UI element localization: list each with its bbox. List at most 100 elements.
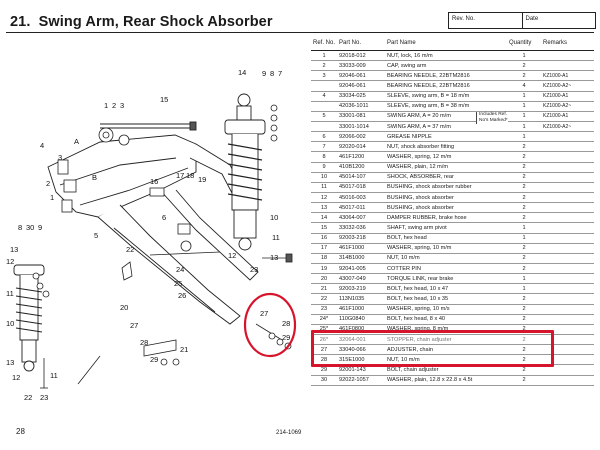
part-no-cell: 33033-009 <box>337 60 385 72</box>
callout-13b: 13 <box>10 245 18 254</box>
ref-cell <box>311 80 337 92</box>
part-name-cell: TORQUE LINK, rear brake <box>385 273 507 285</box>
callout-12: 12 <box>228 251 236 260</box>
callout-3b: 3 <box>58 153 62 162</box>
part-no-cell: 92022-1057 <box>337 375 385 386</box>
header-rule <box>6 32 594 33</box>
highlight-circle <box>243 292 297 358</box>
callout-5: 5 <box>94 231 98 240</box>
part-no-cell: 461F1200 <box>337 151 385 163</box>
callout-13: 13 <box>270 253 278 262</box>
part-name-cell: BOLT, chain adjuster <box>385 364 507 376</box>
callout-27: 27 <box>130 321 138 330</box>
highlight-box <box>311 330 554 367</box>
callout-6: 6 <box>162 213 166 222</box>
callout-22b: 22 <box>24 393 32 402</box>
quantity-cell: 2 <box>507 172 541 183</box>
callout-2b: 2 <box>46 179 50 188</box>
part-name-cell: BOLT, hex head, 8 x 40 <box>385 314 507 325</box>
part-name-cell: BOLT, hex head <box>385 233 507 244</box>
quantity-cell: 1 <box>507 222 541 234</box>
remarks-cell <box>541 314 594 325</box>
part-no-cell: 461F0800 <box>337 324 385 335</box>
ref-cell: 8 <box>311 151 337 163</box>
ref-cell: 11 <box>311 182 337 193</box>
table-header-row: Ref. No. Part No. Part Name Quantity Rem… <box>311 38 594 51</box>
remarks-cell <box>541 375 594 386</box>
part-name-cell: SLEEVE, swing arm, B = 38 m/m <box>385 101 507 112</box>
quantity-cell: 2 <box>507 253 541 264</box>
ref-cell: 29 <box>311 364 337 376</box>
part-name-cell: COTTER PIN <box>385 263 507 275</box>
remarks-cell <box>541 172 594 183</box>
ref-cell: 27 <box>311 344 337 356</box>
ref-cell: 5 <box>311 111 337 122</box>
part-no-cell: 110G0840 <box>337 314 385 325</box>
remarks-cell <box>541 263 594 275</box>
part-no-cell: 92041-005 <box>337 263 385 275</box>
ref-cell: 12 <box>311 192 337 204</box>
col-ref: Ref. No. <box>311 38 337 51</box>
callout-29: 29 <box>282 333 290 342</box>
ref-cell: 15 <box>311 222 337 234</box>
part-name-cell: NUT, 10 m/m <box>385 253 507 264</box>
remarks-cell: KZ1000-A1 <box>541 111 594 122</box>
ref-cell: 22 <box>311 293 337 305</box>
label-A: A <box>74 137 79 146</box>
quantity-cell: 2 <box>507 151 541 163</box>
callout-20: 20 <box>120 303 128 312</box>
quantity-cell: 2 <box>507 263 541 275</box>
part-no-cell: 45017-011 <box>337 202 385 214</box>
part-no-cell: 92003-218 <box>337 233 385 244</box>
quantity-cell: 2 <box>507 162 541 173</box>
part-name-cell: SWING ARM, A = 37 m/m <box>385 121 507 133</box>
ref-cell: 30 <box>311 375 337 386</box>
callout-19: 19 <box>198 175 206 184</box>
part-no-cell: 33034-025 <box>337 91 385 102</box>
part-name-cell: ADJUSTER, chain <box>385 344 507 356</box>
quantity-cell: 2 <box>507 324 541 335</box>
quantity-cell: 2 <box>507 141 541 153</box>
quantity-cell: 1 <box>507 101 541 112</box>
remarks-cell <box>541 212 594 224</box>
callout-10: 10 <box>270 213 278 222</box>
quantity-cell: 4 <box>507 80 541 92</box>
part-name-cell: SHAFT, swing arm pivot <box>385 222 507 234</box>
remarks-cell: KZ1000-A1 <box>541 91 594 102</box>
callout-25: 25 <box>174 279 182 288</box>
part-no-cell: 32064-001 <box>337 334 385 346</box>
ref-cell: 25* <box>311 324 337 335</box>
part-name-cell: BOLT, hex head, 10 x 35 <box>385 293 507 305</box>
part-name-cell: BEARING NEEDLE, 22BTM2816 <box>385 80 507 92</box>
part-no-cell: 92018-012 <box>337 50 385 62</box>
part-no-cell: 45014-107 <box>337 172 385 183</box>
ref-cell: 1 <box>311 50 337 62</box>
part-name-cell: BUSHING, shock absorber <box>385 192 507 204</box>
callout-9b: 9 <box>38 223 42 232</box>
part-name-cell: STOPPER, chain adjuster <box>385 334 507 346</box>
note-line-1: Includes Ref. <box>479 112 507 117</box>
quantity-cell: 2 <box>507 314 541 325</box>
remarks-cell <box>541 334 594 346</box>
part-no-cell: 92001-143 <box>337 364 385 376</box>
ref-cell: 10 <box>311 172 337 183</box>
quantity-cell: 2 <box>507 243 541 254</box>
remarks-cell <box>541 354 594 366</box>
part-no-cell: 410B1200 <box>337 162 385 173</box>
date-cell: Date <box>525 16 539 22</box>
